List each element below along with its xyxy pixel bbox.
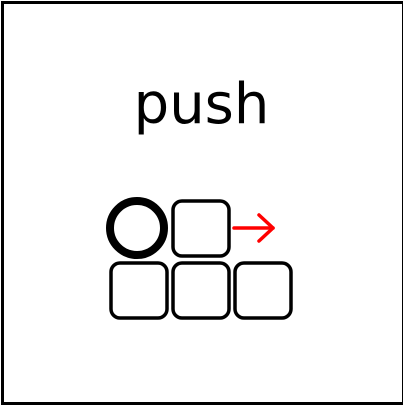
pushed-block-icon	[171, 199, 231, 258]
right-arrow-icon	[232, 213, 275, 243]
block-icon	[109, 261, 169, 320]
block-icon	[171, 261, 231, 320]
block-icon	[233, 261, 293, 320]
card-word: push	[133, 72, 270, 137]
ring-player-icon	[106, 197, 168, 259]
